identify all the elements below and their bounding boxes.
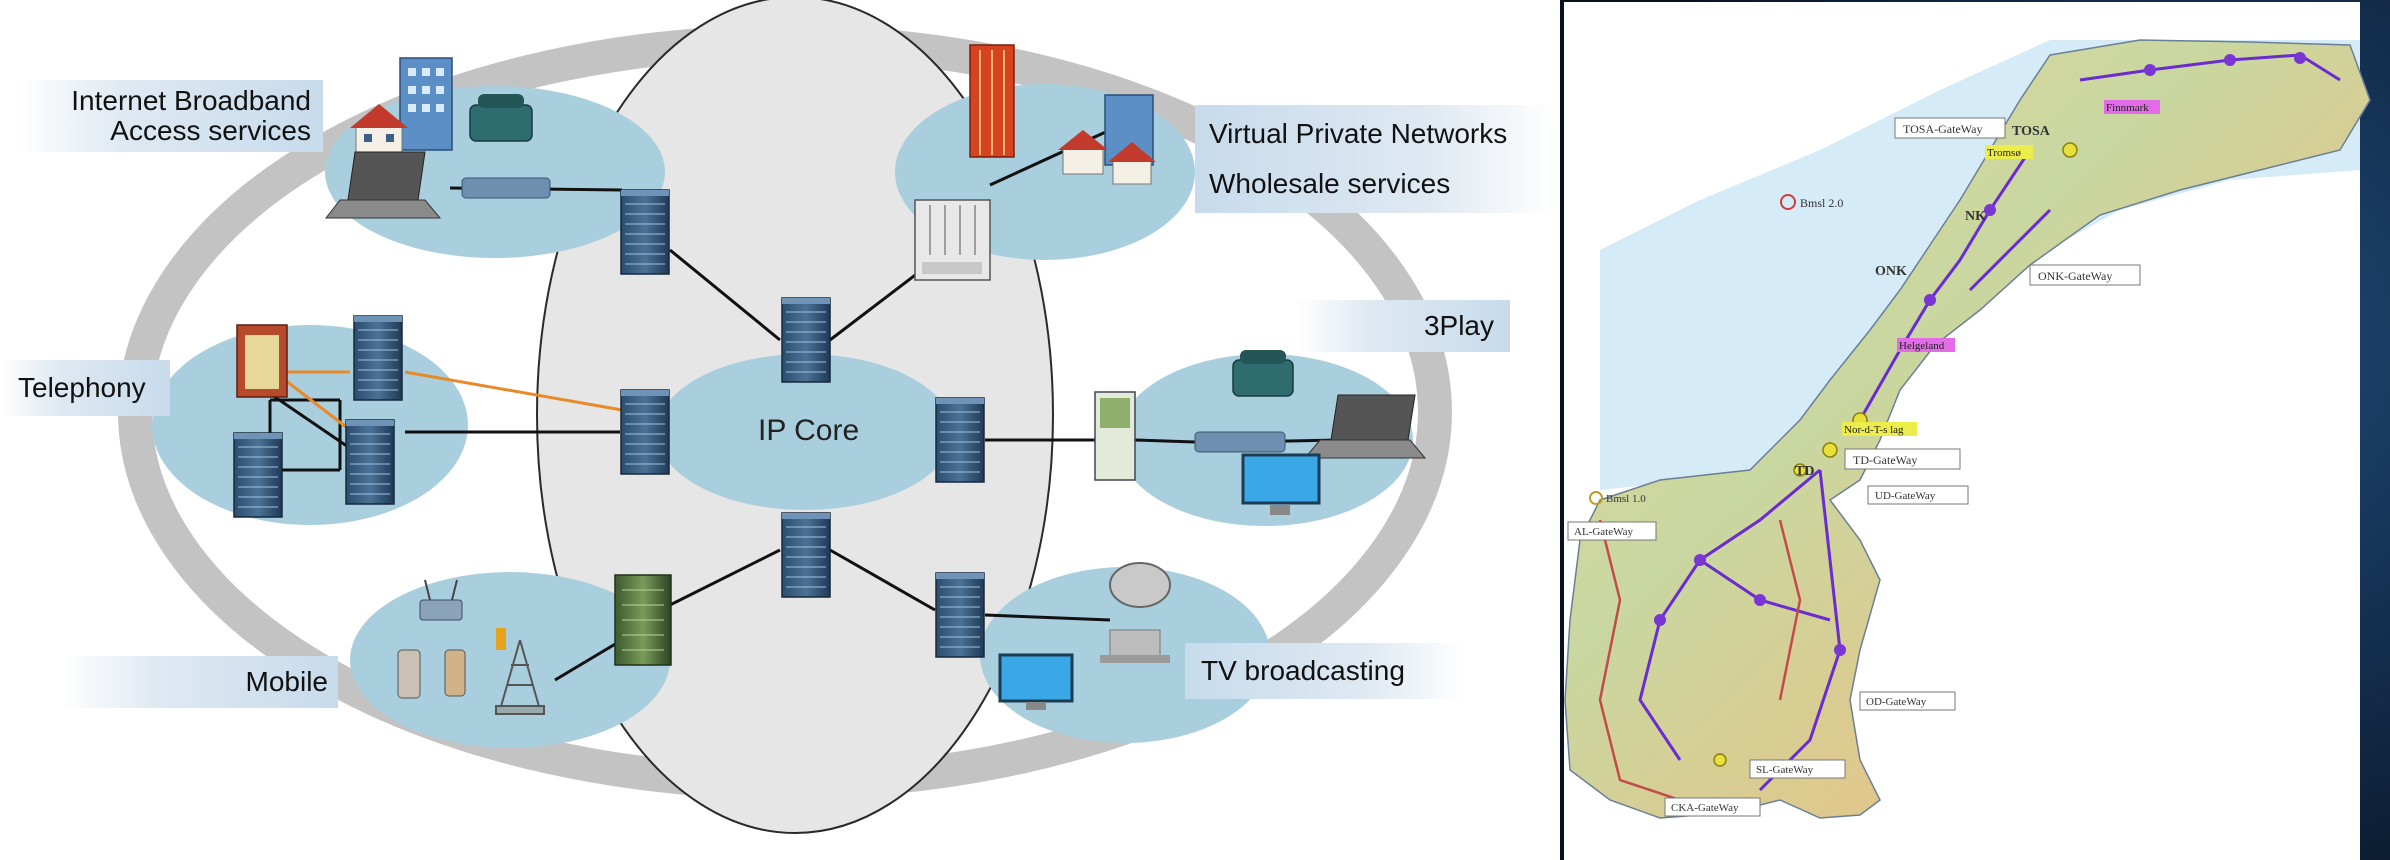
gateway-label: CKA-GateWay (1671, 802, 1739, 814)
map-gateway-labels: TOSA-GateWay ONK-GateWay TD-GateWay UD-G… (1567, 117, 2141, 817)
house-icon-vpn (1058, 130, 1156, 185)
router-core-top-left (620, 189, 670, 275)
cloud-telephony (152, 325, 468, 525)
router-telephony-top (353, 315, 403, 401)
label-mobile: Mobile (60, 656, 338, 708)
office-building-icon (399, 57, 453, 151)
router-core-right (935, 397, 985, 483)
label-vpn: Virtual Private Networks (1209, 117, 1508, 149)
map-legend-label-2: Bmsl 1.0 (1606, 493, 1646, 505)
label-internet-line-2: Access services (110, 115, 311, 146)
gateway-label: TOSA-GateWay (1903, 122, 1982, 136)
node-label: ONK (1875, 264, 1907, 279)
router-core-left (620, 389, 670, 475)
network-diagram (118, 0, 1452, 834)
norway-map: Bmsl 2.0 Bmsl 1.0 TOSA-GateWay ONK-GateW… (1564, 2, 2371, 860)
router-core-bottom-left (614, 574, 672, 666)
gateway-label: OD-GateWay (1866, 696, 1927, 708)
map-nodes-purple (1654, 52, 2306, 656)
label-tv-broadcasting: TV broadcasting (1185, 643, 1465, 699)
modem-icon (461, 177, 551, 199)
map-node-labels: TOSA NK ONK TD Helgeland Tromsø Finnmark… (1795, 100, 2160, 479)
label-telephony-text: Telephony (18, 371, 146, 403)
label-internet-line-1: Internet Broadband (71, 84, 311, 116)
node-label: Finnmark (2106, 102, 2149, 114)
router-core-bottom-right (935, 572, 985, 658)
node-label: Helgeland (1899, 340, 1945, 352)
rack-server-icon (914, 199, 991, 281)
router-core-top (781, 297, 831, 383)
node-label: TOSA (2012, 124, 2051, 139)
gateway-label: AL-GateWay (1574, 526, 1633, 538)
label-telephony: Telephony (0, 360, 170, 416)
house-icon (350, 104, 408, 155)
mobile-phone-icon (397, 628, 506, 699)
pc-tower-icon (1094, 391, 1136, 481)
gateway-label: SL-GateWay (1756, 764, 1814, 776)
node-label: Tromsø (1987, 147, 2021, 159)
map-land (1564, 39, 2371, 819)
modem-icon-3play (1194, 431, 1286, 453)
map-legend: Bmsl 2.0 Bmsl 1.0 (1589, 194, 1843, 505)
router-telephony-left (233, 432, 283, 518)
gateway-label: UD-GateWay (1875, 490, 1936, 502)
label-tv-text: TV broadcasting (1201, 654, 1405, 686)
map-legend-label: Bmsl 2.0 (1800, 196, 1843, 210)
laptop-icon (324, 151, 442, 219)
desk-phone-icon-3play (1232, 350, 1294, 397)
gateway-label: TD-GateWay (1853, 453, 1917, 467)
laptop-icon-3play (1303, 394, 1427, 459)
label-vpn-wholesale: Virtual Private Networks Wholesale servi… (1195, 105, 1555, 213)
node-label: TD (1795, 464, 1814, 479)
wifi-router-icon (419, 579, 463, 621)
label-mobile-text: Mobile (245, 665, 328, 697)
label-ip-core: IP Core (758, 414, 860, 447)
pbx-switch-icon (236, 324, 288, 398)
gateway-label: ONK-GateWay (2038, 269, 2112, 283)
router-telephony-right (345, 419, 395, 505)
label-internet-broadband: Internet Broadband Access services (18, 80, 323, 152)
node-label: NK (1965, 209, 1986, 224)
tv-screen-icon (998, 653, 1074, 710)
cloud-core (657, 354, 953, 510)
orange-links (284, 370, 623, 432)
satellite-dish-icon (1100, 562, 1171, 663)
map-routes-red (1598, 519, 1802, 802)
label-3play-text: 3Play (1423, 309, 1494, 341)
cell-tower-icon (495, 639, 545, 715)
monitor-icon (1241, 453, 1321, 515)
desk-phone-icon (469, 94, 533, 142)
router-core-bottom (781, 512, 831, 598)
tower-building-icon (969, 44, 1015, 158)
node-label: Nor-d-T-s lag (1844, 424, 1904, 436)
label-wholesale: Wholesale services (1209, 168, 1451, 199)
label-3play: 3Play (1295, 300, 1510, 352)
